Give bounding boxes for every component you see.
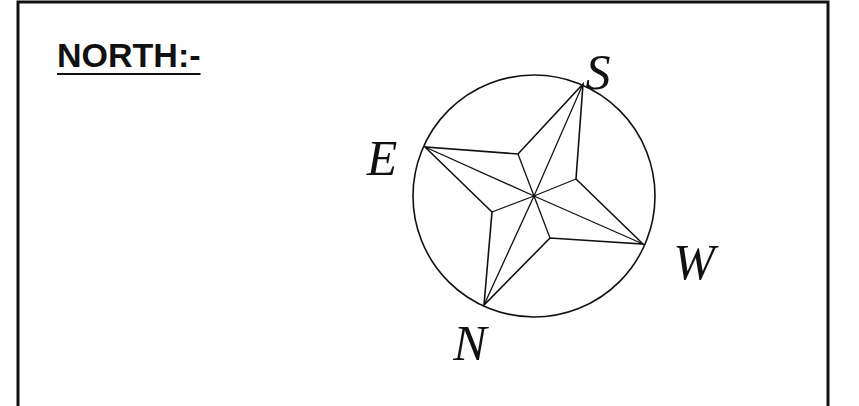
direction-letter: N bbox=[453, 318, 486, 368]
star-ray bbox=[425, 147, 534, 196]
star-outline bbox=[425, 84, 643, 305]
star-ray bbox=[484, 196, 534, 305]
star-ray bbox=[534, 196, 643, 244]
direction-letter: S bbox=[586, 47, 611, 97]
star-ray bbox=[534, 179, 576, 196]
heading: NORTH:- bbox=[57, 36, 201, 75]
star-ray bbox=[534, 196, 550, 238]
compass-circle bbox=[413, 75, 655, 317]
compass-rose bbox=[413, 75, 655, 317]
star-ray bbox=[518, 154, 534, 196]
direction-letter: W bbox=[673, 237, 715, 287]
star-ray bbox=[492, 196, 534, 212]
star-ray bbox=[534, 84, 583, 196]
frame-border bbox=[18, 2, 828, 406]
direction-letter: E bbox=[367, 133, 398, 183]
